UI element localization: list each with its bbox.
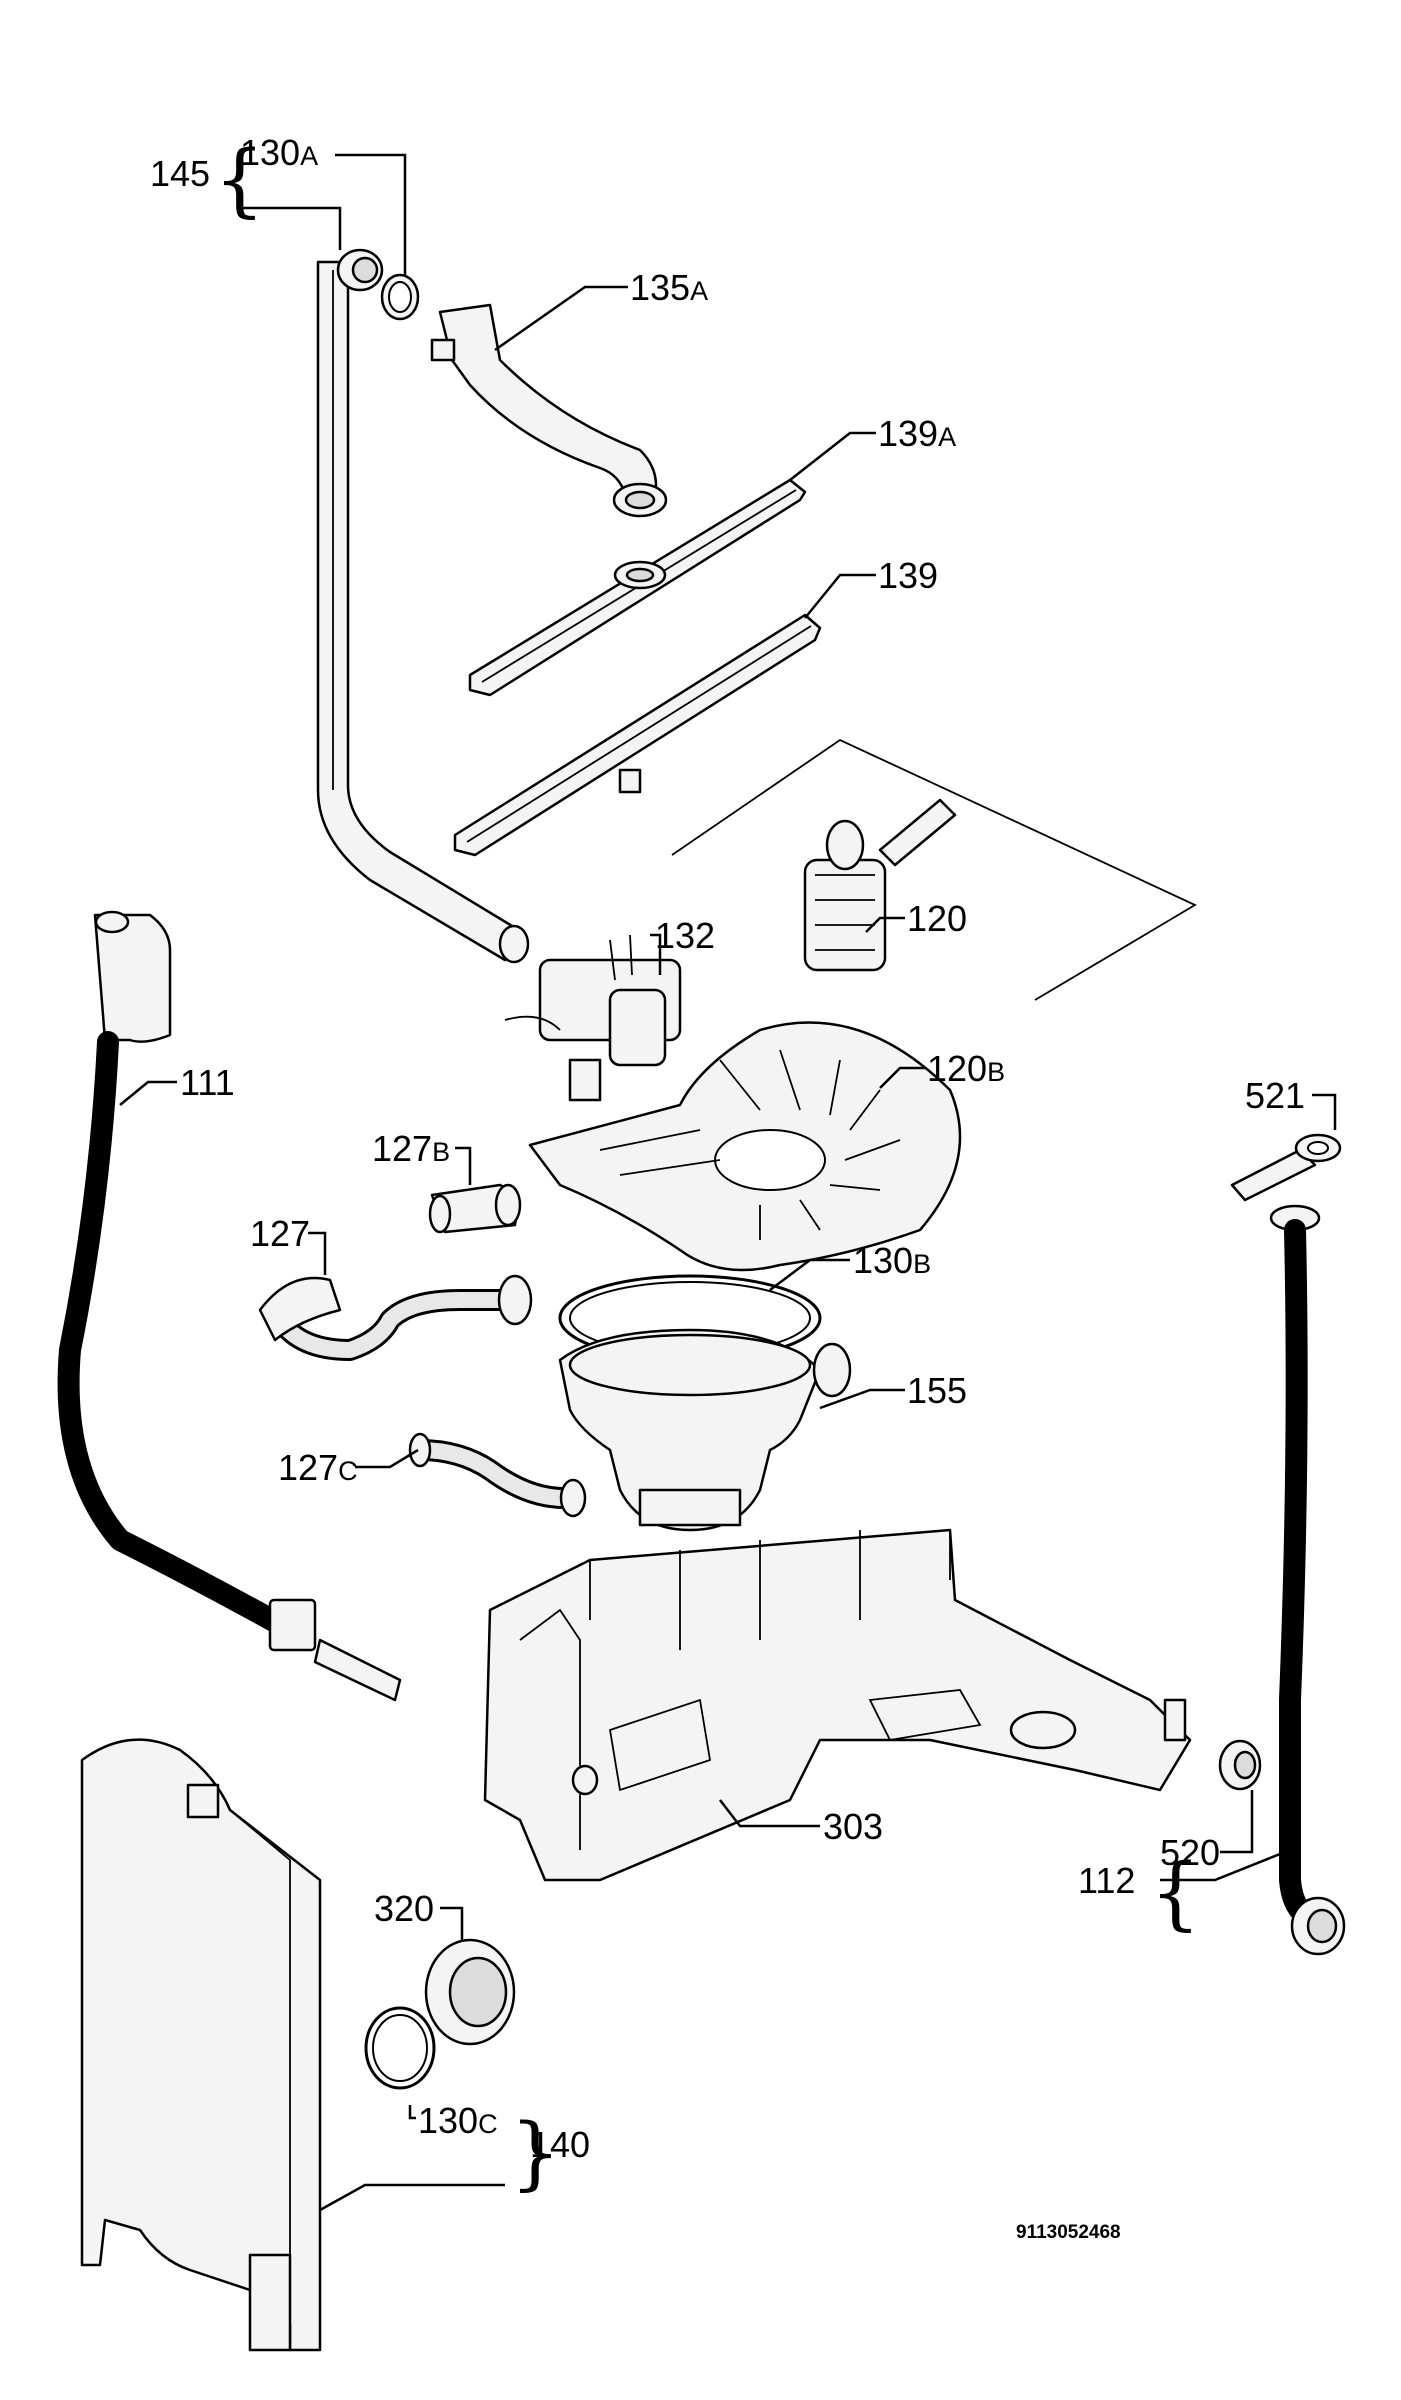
label-127c: 127C (278, 1447, 358, 1488)
nut-320-part (424, 1938, 516, 2046)
label-130b: 130B (853, 1240, 931, 1281)
filter-plate-120b-part (528, 1021, 962, 1272)
hose-127-part (258, 1274, 533, 1361)
brace-112: { (1150, 1846, 1201, 1939)
label-112: 112 (1078, 1860, 1135, 1901)
label-140: 140 (530, 2124, 590, 2165)
spray-pipe-135a-part (430, 303, 668, 518)
bushing-520-part (1218, 1739, 1262, 1791)
tank-140-part (80, 1738, 322, 2352)
seal-ring-130c-part (364, 2006, 436, 2090)
drain-hose-112-part (1269, 1204, 1346, 1956)
label-145: 145 (150, 153, 210, 194)
elbow-127b-part (428, 1183, 522, 1234)
label-521: 521 (1245, 1075, 1305, 1116)
inlet-hose-111-part (57, 910, 402, 1702)
label-130c: 130C (418, 2100, 498, 2141)
leader-lines (119, 153, 1337, 2212)
label-127b: 127B (372, 1128, 450, 1169)
label-132: 132 (655, 915, 715, 956)
label-520: 520 (1160, 1832, 1220, 1873)
filter-120-part (671, 738, 1197, 1001)
document-number: 9113052468 (1016, 2222, 1121, 2243)
label-120b: 120B (927, 1048, 1005, 1089)
label-130a: 130A (240, 132, 318, 173)
label-155: 155 (907, 1370, 967, 1411)
label-135a: 135A (630, 267, 708, 308)
braces: { } { (214, 133, 1201, 2199)
label-120: 120 (907, 898, 967, 939)
seal-ring-130a-part (380, 273, 420, 321)
label-303: 303 (823, 1806, 883, 1847)
brace-145: { (214, 133, 265, 226)
spray-arm-139-part (453, 613, 822, 857)
label-111: 111 (180, 1062, 235, 1103)
brace-140: } (510, 2106, 561, 2199)
valve-132-part (504, 934, 682, 1102)
clip-521-part (1230, 1133, 1342, 1202)
base-303-part (483, 1528, 1192, 1882)
hose-127c-part (408, 1432, 587, 1518)
label-320: 320 (374, 1888, 434, 1929)
label-139a: 139A (878, 413, 956, 454)
label-139: 139 (878, 555, 938, 596)
sump-155-part (558, 1328, 852, 1532)
label-127: 127 (250, 1213, 310, 1254)
circulation-pipe-part (316, 248, 530, 964)
part-labels: 145 130A 135A 139A 139 120 132 111 120B … (150, 132, 1305, 2243)
spray-arm-139a-part (468, 478, 807, 697)
